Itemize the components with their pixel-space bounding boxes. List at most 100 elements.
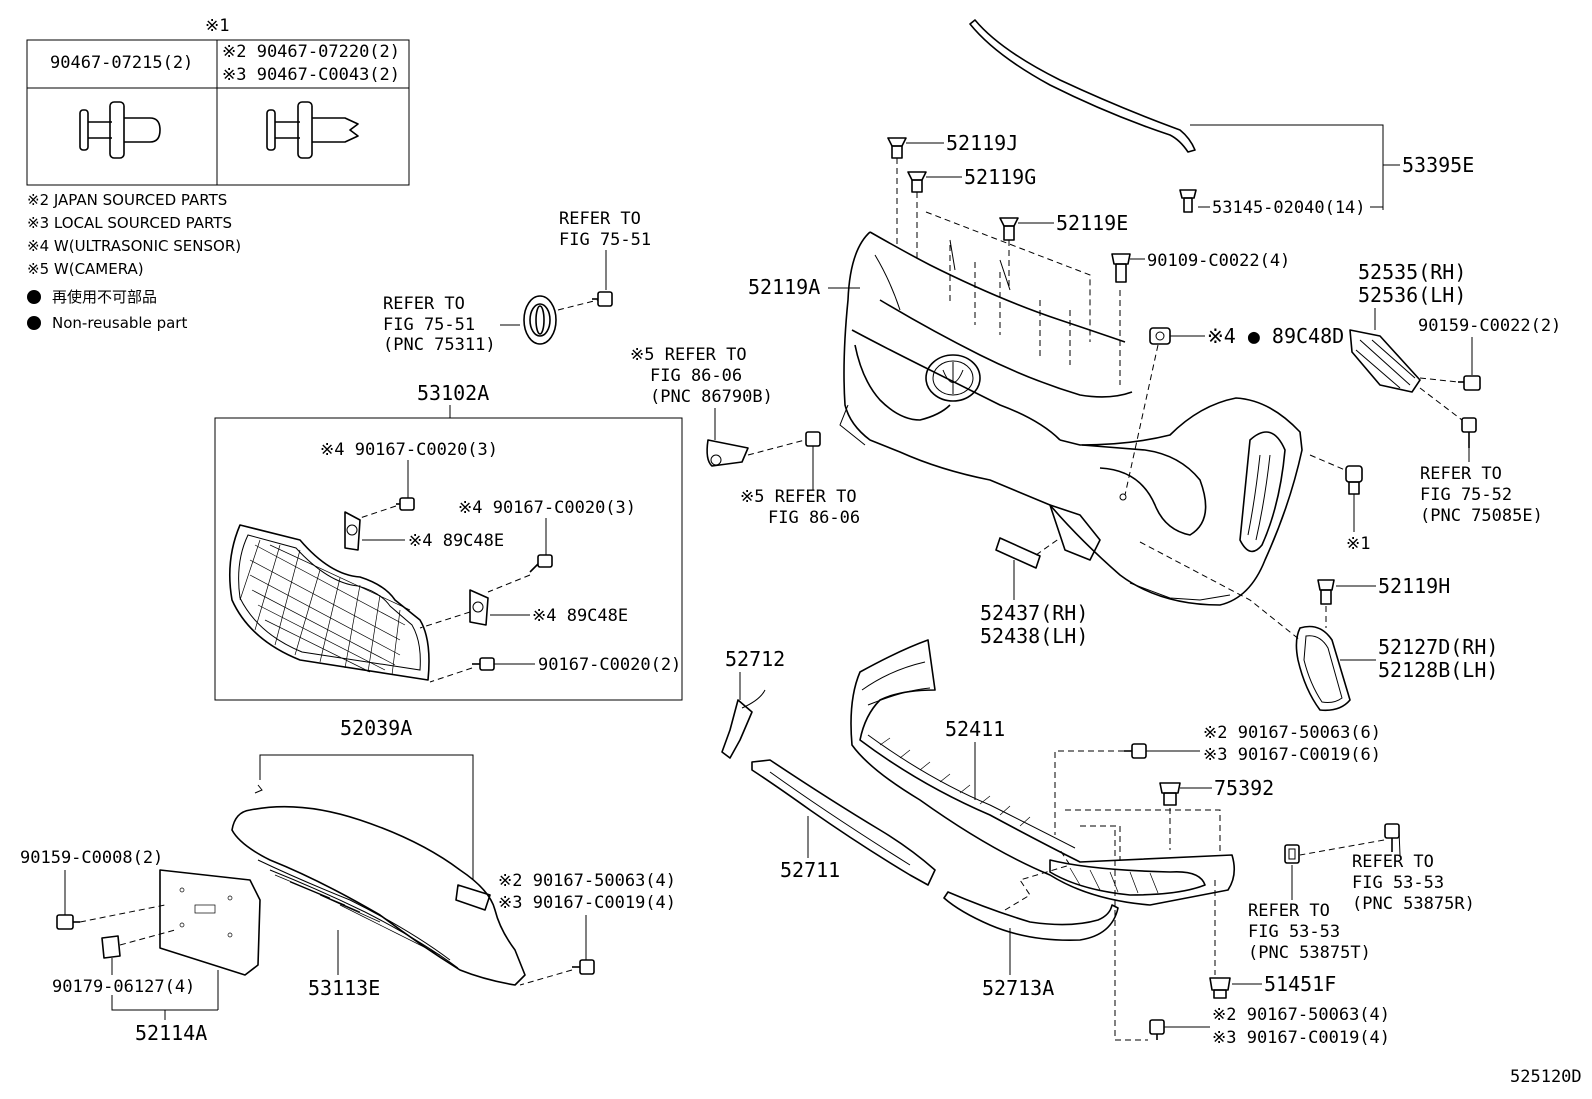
grille-screw-1-label: ※4 90167-C0020(3) [320,440,498,460]
grille-screw-2-label: ※4 90167-C0020(3) [458,498,636,518]
emblem-nut-icon [592,291,613,307]
fog-cover-lh-label: 52128B(LH) [1378,658,1498,682]
screw-icon [529,554,553,573]
note-non-reusable-en: Non-reusable part [52,314,187,332]
part-52713a-label: 52713A [982,976,1054,1000]
spoiler-52411-icon [850,639,1236,906]
camera-icon [706,439,749,467]
clip-52119h-icon [1317,579,1335,605]
ref-53875t-3: (PNC 53875T) [1248,943,1371,963]
screw-left-jp-label: ※2 90167-50063(4) [498,871,676,891]
push-clip-2-icon [266,101,359,159]
screw-a-jp-label: ※2 90167-50063(6) [1203,723,1381,743]
fog-cover-rh-label: 52127D(RH) [1378,635,1498,659]
part-53113e-label: 53113E [308,976,380,1000]
reflector-bolt-icon [1458,375,1481,391]
reflector-bolt-label: 90159-C0022(2) [1418,316,1561,336]
emblem-ref-left-2: FIG 75-51 [383,315,475,335]
fog-cover-icon [1295,625,1351,712]
screw-icon [1149,1019,1165,1040]
bumper-cover-label: 52119A [748,275,820,299]
emblem-ref-left-1: REFER TO [383,294,465,314]
note-non-reusable-jp: 再使用不可部品 [52,288,157,306]
bumper-cover-group: 52119A 52119J 52119G 52119E [748,19,1561,712]
camera-ref-top-1: ※5 REFER TO [630,345,747,365]
note-japan-sourced: ※2 JAPAN SOURCED PARTS [27,191,227,209]
sensor-89c48d-icon [1149,327,1171,345]
push-clip-icon [1345,465,1363,495]
clip-75392-icon [1159,782,1181,806]
screw-icon [396,497,415,511]
bracket-52712-icon [721,689,766,759]
clip-52119g-icon [907,171,927,193]
screw-a-local-label: ※3 90167-C0019(6) [1203,745,1381,765]
bumper-cover-icon [839,231,1303,606]
lower-grille-group: 52039A 52114A 90159-C0008(2) [20,716,676,1045]
grille-box-title: 53102A [417,381,489,405]
clip-mark-label: ※1 [1346,534,1370,554]
reflector-clip-icon [1461,417,1477,448]
grille-sensor-2-label: ※4 89C48E [532,606,628,626]
camera-bolt-icon [805,431,821,447]
sensor-89c48d-label: ※4 ● 89C48D [1207,324,1344,348]
part-52114a-label: 52114A [135,1021,207,1045]
non-reusable-dot-icon [27,316,41,330]
part-52411-label: 52411 [945,717,1005,741]
garnish-52713a-icon [943,891,1119,942]
bolt-90159-c0008-label: 90159-C0008(2) [20,848,163,868]
screw-icon [572,959,595,975]
strip-52711-icon [751,759,936,886]
reflector-rh-label: 52535(RH) [1358,260,1466,284]
molding-clip-icon [1179,189,1197,213]
legend-col1-part: 90467-07215(2) [50,53,193,73]
grille-screw-3-label: 90167-C0020(2) [538,655,681,675]
ref-53875t-2: FIG 53-53 [1248,922,1340,942]
camera-ref-top-3: (PNC 86790B) [650,387,773,407]
clip-51451f-icon [1209,977,1231,999]
grille-box-frame [214,417,683,701]
clip-52119j-label: 52119J [946,131,1018,155]
bolt-icon [1384,823,1400,852]
molding-clip-label: 53145-02040(14) [1212,198,1366,218]
emblem-icon [523,295,557,345]
push-clip-icon [79,101,161,159]
bracket-52437-icon [995,537,1041,569]
legend-notes: ※2 JAPAN SOURCED PARTS ※3 LOCAL SOURCED … [27,191,241,332]
diagram-code: 525120D [1510,1067,1582,1087]
grille-sensor-1-label: ※4 89C48E [408,531,504,551]
emblem-ref-top-2: FIG 75-51 [559,230,651,250]
bolt-icon [56,914,80,930]
lower-bumper-group: 52712 52711 52411 ※2 [721,639,1475,1048]
molding-53395e-icon [969,19,1196,153]
part-52712-label: 52712 [725,647,785,671]
lower-grille-icon [231,805,526,986]
screw-left-local-label: ※3 90167-C0019(4) [498,893,676,913]
license-plate-bracket-icon [159,869,261,976]
screw-b-jp-label: ※2 90167-50063(4) [1212,1005,1390,1025]
camera-ref-bottom-2: FIG 86-06 [768,508,860,528]
bolt-90109-label: 90109-C0022(4) [1147,251,1290,271]
screw-b-local-label: ※3 90167-C0019(4) [1212,1028,1390,1048]
clip-51451f-label: 51451F [1264,972,1336,996]
legend-col2-part-2: ※3 90467-C0043(2) [222,65,400,85]
note-ultrasonic: ※4 W(ULTRASONIC SENSOR) [27,237,241,255]
reflector-icon [1349,329,1421,393]
molding-53395e-label: 53395E [1402,153,1474,177]
sensor-bracket-icon [344,511,361,551]
clip-52119h-label: 52119H [1378,574,1450,598]
note-camera: ※5 W(CAMERA) [27,260,144,278]
ref-53875r-3: (PNC 53875R) [1352,894,1475,914]
right-ref-3: (PNC 75085E) [1420,506,1543,526]
bracket-rh-label: 52437(RH) [980,601,1088,625]
bolt-90109-icon [1111,253,1131,283]
right-ref-2: FIG 75-52 [1420,485,1512,505]
nut-90179-label: 90179-06127(4) [52,977,195,997]
legend-header-mark: ※1 [205,16,229,36]
clip-75392-label: 75392 [1214,776,1274,800]
clip-52119j-icon [887,137,907,159]
legend-col2-part-1: ※2 90467-07220(2) [222,42,400,62]
emblem-group: REFER TO FIG 75-51 REFER TO FIG 75-51 (P… [383,209,651,355]
screw-icon [472,657,495,671]
part-52711-label: 52711 [780,858,840,882]
